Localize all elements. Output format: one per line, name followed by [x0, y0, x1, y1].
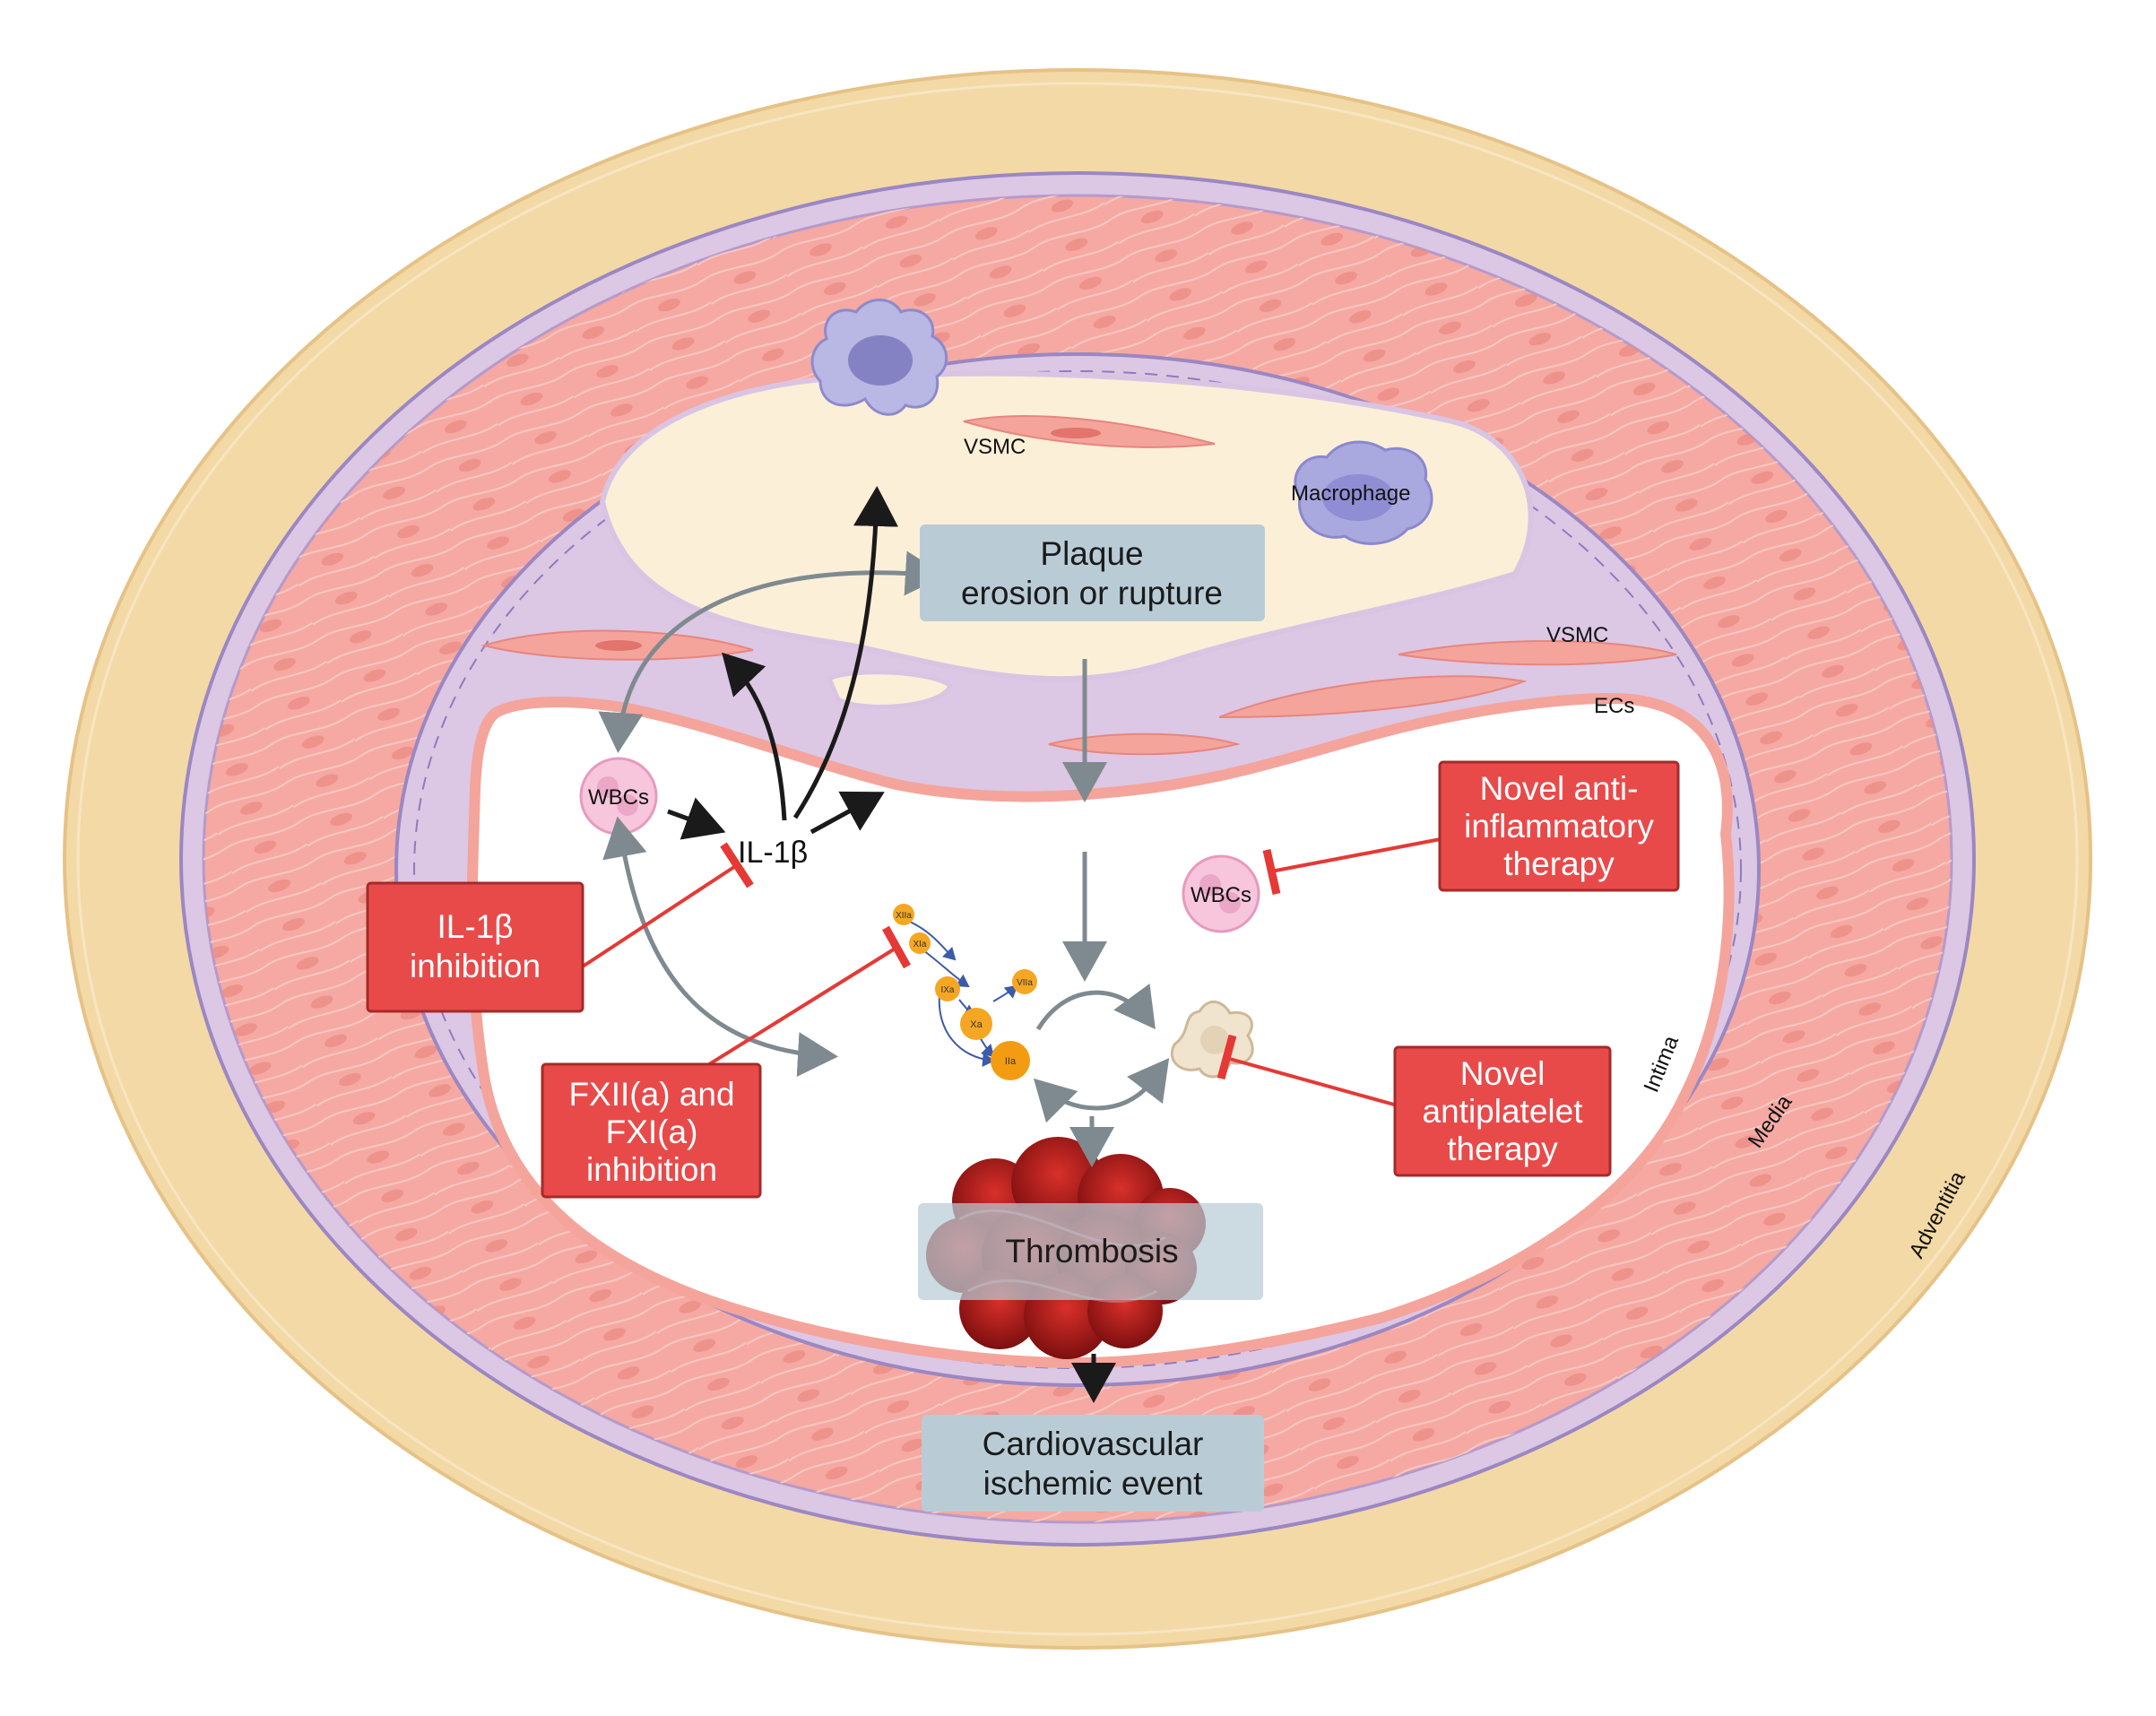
vsmc-wall-label: VSMC [1546, 623, 1608, 647]
anti-inflammatory-line-3: therapy [1503, 845, 1615, 882]
il1b-inhibition-box: IL-1β inhibition [366, 881, 584, 1013]
factor-label-5: IIa [1005, 1056, 1017, 1067]
thrombosis-box: Thrombosis [918, 1203, 1263, 1300]
factor-viia-node [1012, 969, 1037, 994]
plaque-line-1: Plaque [1040, 535, 1143, 572]
fxi-box-line-2: FXI(a) [606, 1114, 698, 1150]
plaque-erosion-box: Plaque erosion or rupture [920, 524, 1265, 621]
factor-xia-node [909, 932, 931, 954]
plaque-line-2: erosion or rupture [961, 575, 1223, 611]
ecs-label: ECs [1594, 694, 1634, 718]
macrophage-label: Macrophage [1291, 481, 1410, 506]
coagulation-cascade: XIIa XIa IXa Xa VIIa IIa [893, 904, 1037, 1080]
antiplatelet-line-3: therapy [1447, 1131, 1558, 1167]
anti-inflammatory-box: Novel anti- inflammatory therapy [1438, 760, 1680, 892]
factor-label-0: XIIa [896, 911, 912, 921]
fxi-inhibition-box: FXII(a) and FXI(a) inhibition [541, 1062, 762, 1199]
factor-label-1: XIa [913, 940, 926, 949]
foam-cell-icon [810, 299, 948, 416]
antiplatelet-line-1: Novel [1460, 1055, 1546, 1092]
antiplatelet-line-2: antiplatelet [1423, 1093, 1584, 1130]
black-arrows [667, 486, 1116, 1403]
cardiovascular-event-box: Cardiovascular ischemic event [922, 1415, 1264, 1512]
event-line-1: Cardiovascular [983, 1426, 1204, 1462]
wbc-right-icon [1182, 854, 1260, 933]
factor-iia-node [991, 1041, 1030, 1080]
wbcs-left-label: WBCs [588, 785, 649, 810]
il1b-box-line-2: inhibition [410, 948, 541, 984]
factor-label-2: IXa [940, 985, 954, 995]
factor-label-4: VIIa [1017, 978, 1033, 988]
anti-inflammatory-line-2: inflammatory [1464, 808, 1654, 845]
factor-xa-node [960, 1008, 992, 1040]
fxi-box-line-1: FXII(a) and [568, 1076, 734, 1113]
event-line-2: ischemic event [983, 1465, 1203, 1502]
grey-arrows [598, 550, 1170, 1167]
fxi-box-line-3: inhibition [586, 1151, 717, 1188]
anti-inflammatory-line-1: Novel anti- [1480, 770, 1639, 807]
inhibition-lines [581, 836, 1446, 1106]
factor-xiia-node [893, 904, 914, 925]
il1b-label: IL-1β [738, 836, 808, 870]
vsmc-plaque-label: VSMC [964, 435, 1026, 459]
thrombosis-label: Thrombosis [1005, 1233, 1178, 1270]
wbc-left-icon [579, 757, 658, 836]
macrophage-icon [1294, 440, 1433, 545]
factor-label-3: Xa [970, 1019, 983, 1030]
antiplatelet-box: Novel antiplatelet therapy [1393, 1045, 1612, 1177]
wbcs-right-label: WBCs [1191, 883, 1251, 907]
il1b-box-line-1: IL-1β [437, 908, 513, 945]
factor-ixa-node [935, 976, 960, 1001]
